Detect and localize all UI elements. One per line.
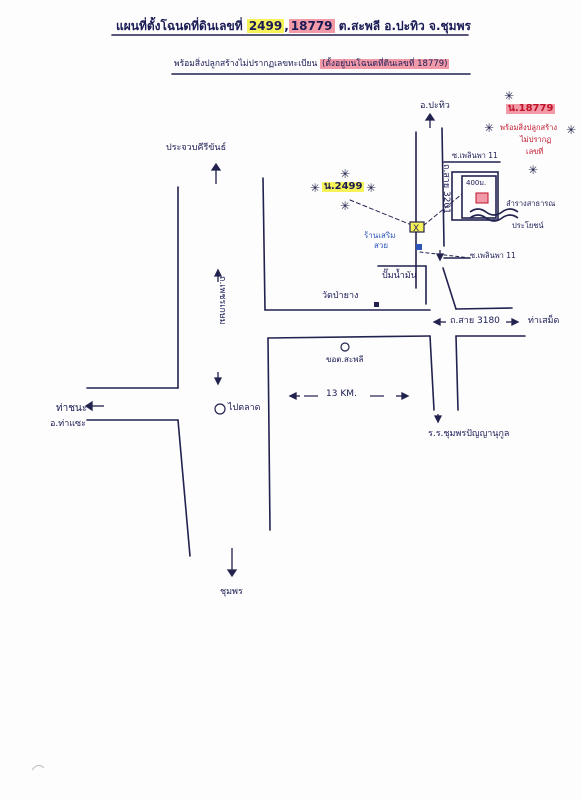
arrow-right-distance-icon — [401, 391, 410, 401]
label-deed-18779: น.18779 — [506, 103, 556, 114]
arrow-right-3180-icon — [511, 317, 520, 327]
dashed-link-2499 — [349, 199, 415, 227]
temple-symbol-icon — [374, 302, 379, 307]
road-3180-top-right — [455, 307, 513, 310]
svg-text:X: X — [413, 224, 419, 234]
shop-marker-icon — [416, 244, 422, 250]
label-thasae: อ.ท่าแซะ — [50, 419, 86, 429]
label-deed-18779-desc2: ไม่ปรากฏ — [520, 135, 552, 144]
plot-2499-marker-icon — [409, 221, 425, 233]
road-3201-right-upper — [441, 127, 445, 247]
page-subtitle: พร้อมสิ่งปลูกสร้างไม่ปรากฏเลขทะเบียน (ตั… — [174, 59, 450, 69]
title-deed-18779: 18779 — [288, 19, 335, 33]
arrow-down-school-icon — [433, 415, 443, 424]
direction-arrows — [84, 112, 520, 578]
label-temple: วัดป่ายาง — [322, 291, 359, 301]
label-thasamet: ท่าเสม็ด — [528, 316, 560, 326]
road-south-right — [455, 335, 459, 411]
svg-text:✳: ✳ — [504, 89, 514, 103]
svg-text:✳: ✳ — [340, 167, 350, 181]
title-prefix: แผนที่ตั้งโฉนดที่ดินเลขที่ — [116, 19, 243, 33]
svg-text:✳: ✳ — [310, 181, 320, 195]
highway-left-lower — [177, 419, 191, 557]
label-post-office: ขอต.สะพลี — [326, 355, 364, 364]
label-school: ร.ร.ชุมพรปัญญานุกูล — [428, 429, 510, 439]
arrow-left-icon — [84, 400, 93, 412]
arrow-up-prachuap-icon — [210, 162, 222, 171]
svg-text:✳: ✳ — [484, 121, 494, 135]
label-deed-18779-desc3: เลขที่ — [526, 147, 544, 156]
arrow-up-highway-icon — [213, 268, 223, 277]
highway-right-upper — [262, 177, 266, 311]
svg-text:✳: ✳ — [366, 181, 376, 195]
title-location: ต.สะพลี อ.ปะทิว จ.ชุมพร — [338, 19, 471, 33]
arrow-left-distance-icon — [288, 391, 297, 401]
svg-text:✳: ✳ — [528, 163, 538, 177]
road-3180-bottom-left — [267, 335, 431, 339]
label-market: ไปตลาด — [228, 403, 261, 413]
canal-wave-2 — [469, 214, 519, 222]
label-road-3180: ถ.สาย 3180 — [450, 316, 500, 326]
plot-18779-marker-icon — [475, 192, 489, 204]
star-marks: ✳ ✳ ✳ ✳ ✳ ✳ ✳ ✳ — [310, 89, 576, 213]
label-prachuap: ประจวบคีรีขันธ์ — [166, 143, 227, 153]
arrow-up-pathio-icon — [424, 112, 436, 121]
subtitle-note: (ตั้งอยู่บนโฉนดที่ดินเลขที่ 18779) — [320, 59, 450, 69]
subtitle-text: พร้อมสิ่งปลูกสร้างไม่ปรากฏเลขทะเบียน — [174, 59, 318, 69]
page-title: แผนที่ตั้งโฉนดที่ดินเลขที่ 2499,18779 ต.… — [116, 19, 471, 33]
plot-18779-inner — [461, 175, 497, 219]
title-sep: , — [284, 19, 289, 33]
label-shop: ร้านเสริม — [364, 231, 396, 240]
post-office-symbol-icon — [340, 342, 350, 352]
dashed-link-18779 — [417, 193, 463, 231]
label-road-3201: ถ.สาย 3201 — [441, 164, 451, 214]
label-soi-bottom: ซ.เพลินพา 11 — [470, 251, 516, 260]
canal-wave — [469, 208, 519, 216]
label-shop-2: สวย — [374, 241, 389, 250]
label-chumphon: ชุมพร — [220, 587, 243, 597]
label-phetkasem: ถ.เพชรเกษม — [217, 276, 227, 325]
label-gas-station: ปั๊มน้ำมัน — [382, 271, 417, 281]
label-dist-400: 400ม. — [466, 179, 487, 187]
label-deed-18779-desc1: พร้อมสิ่งปลูกสร้าง — [500, 123, 558, 132]
dashed-link-soi — [419, 251, 471, 259]
label-thachana: ท่าชนะ — [56, 403, 88, 414]
label-pathio: อ.ปะทิว — [420, 101, 450, 111]
plot-18779-outer — [451, 171, 499, 221]
svg-text:✳: ✳ — [340, 199, 350, 213]
road-south-left — [429, 335, 435, 411]
label-deed-2499: น.2499 — [322, 181, 365, 192]
arrow-left-3180-icon — [432, 317, 441, 327]
arrow-down-highway-icon — [213, 377, 223, 386]
page-smudge — [31, 764, 45, 771]
label-distance: 13 KM. — [326, 389, 357, 399]
label-canal: ลำรางสาธารณ — [506, 199, 556, 208]
title-deed-2499: 2499 — [246, 19, 285, 33]
road-3201-right-lower — [442, 267, 457, 310]
svg-text:✳: ✳ — [566, 123, 576, 137]
label-canal-2: ประโยชน์ — [512, 221, 544, 230]
arrow-down-chumphon-icon — [226, 569, 238, 578]
market-symbol-icon — [214, 403, 226, 415]
label-soi-top: ซ.เพลินพา 11 — [452, 151, 498, 160]
arrow-down-3201-icon — [435, 253, 445, 262]
highway-right-lower — [267, 337, 271, 531]
